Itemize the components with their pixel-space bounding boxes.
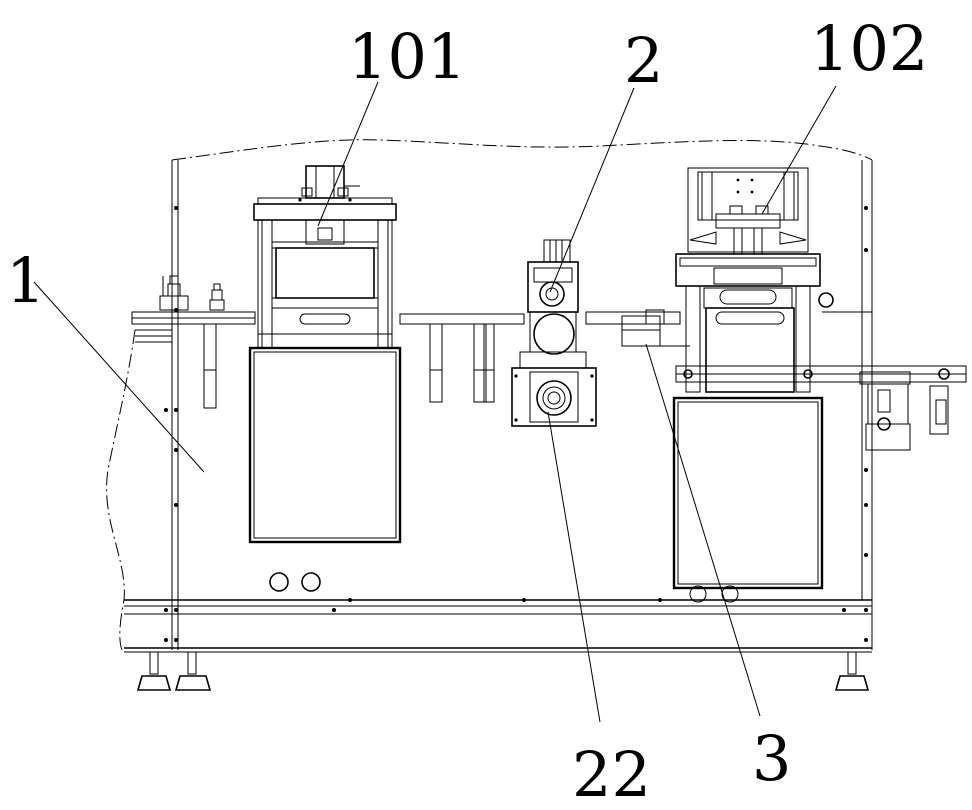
left-fittings — [159, 275, 225, 311]
press-unit-102 — [672, 167, 834, 603]
right-conveyor — [675, 365, 967, 451]
frame-rivets — [164, 206, 868, 642]
work-table — [131, 311, 681, 409]
left-break-line — [106, 329, 136, 651]
label-unit-middle: 2 — [624, 24, 663, 97]
label-unit-left: 101 — [348, 20, 466, 93]
roll-unit-2 — [511, 239, 597, 427]
round-button-right — [301, 572, 321, 592]
round-button-left — [269, 572, 289, 592]
label-unit-right: 102 — [810, 12, 928, 85]
press-unit-101 — [248, 165, 402, 544]
leveling-feet — [136, 651, 870, 691]
top-break-line — [171, 139, 873, 161]
leader-lines — [33, 81, 837, 723]
conveyor-3 — [621, 309, 690, 347]
label-conveyor: 3 — [752, 722, 791, 795]
label-frame: 1 — [6, 244, 45, 317]
machine-frame — [124, 160, 873, 653]
label-drive: 22 — [572, 738, 651, 810]
